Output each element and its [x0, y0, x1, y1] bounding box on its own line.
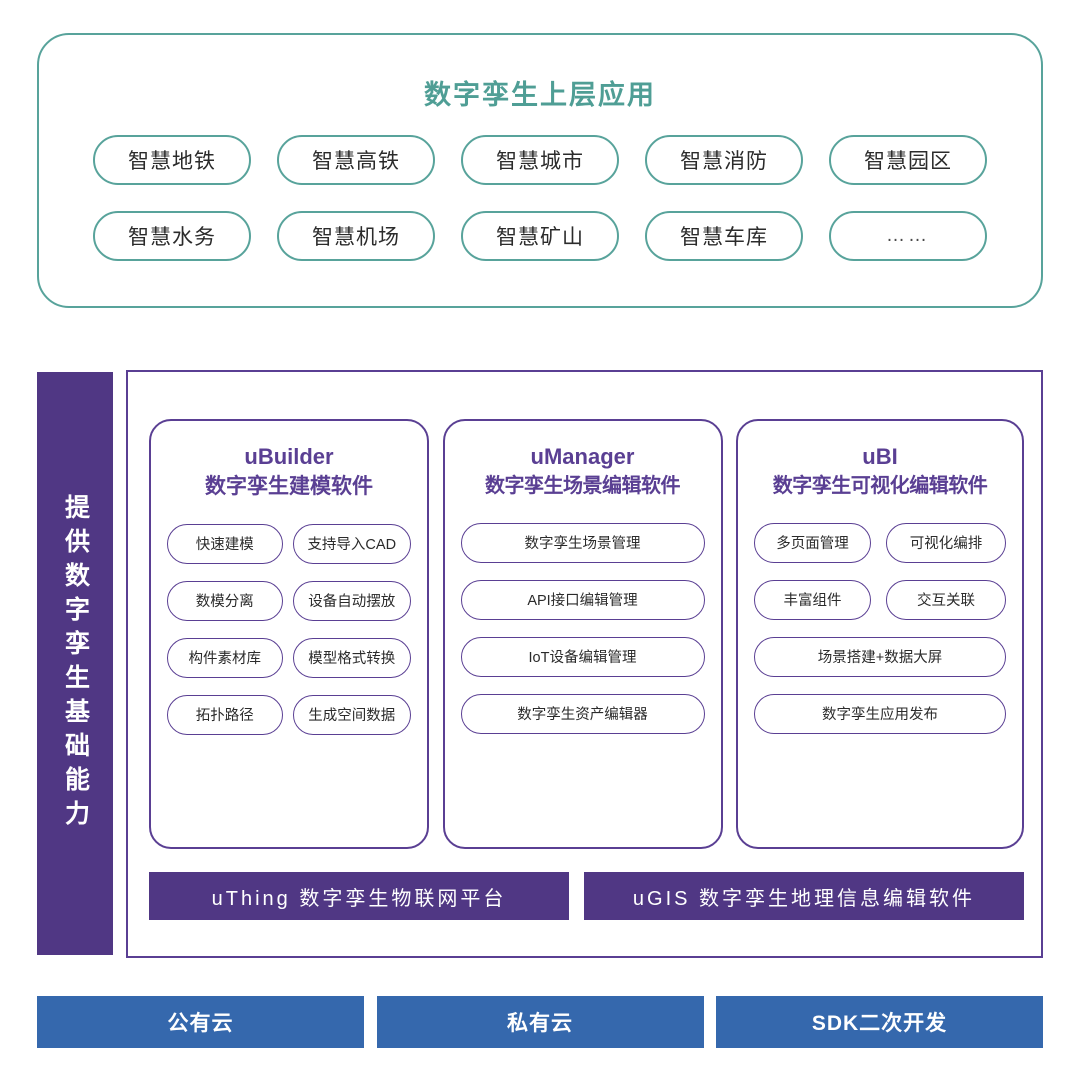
feature-pill-component-library[interactable]: 构件素材库: [167, 637, 283, 678]
feature-pill-scene-dashboard[interactable]: 场景搭建+数据大屏: [754, 636, 1006, 677]
product-cards-row: uBuilder 数字孪生建模软件 快速建模 支持导入CAD 数模分离 设备自动…: [149, 419, 1024, 849]
applications-title: 数字孪生上层应用: [424, 80, 656, 110]
feature-row: 快速建模 支持导入CAD: [167, 523, 411, 564]
feature-list-umanager: 数字孪生场景管理 API接口编辑管理 IoT设备编辑管理 数字孪生资产编辑器: [460, 522, 705, 734]
product-name-ubuilder: uBuilder: [244, 444, 334, 469]
feature-list-ubi: 多页面管理 可视化编排 丰富组件 交互关联 场景搭建+数据大屏 数字孪生应用发布: [754, 522, 1006, 734]
feature-list-ubuilder: 快速建模 支持导入CAD 数模分离 设备自动摆放 构件素材库 模型格式转换 拓扑…: [167, 523, 411, 735]
app-pill-water[interactable]: 智慧水务: [93, 211, 251, 261]
capability-sidebar: 提供数字孪生基础能力: [37, 372, 113, 955]
product-subtitle-ubuilder: 数字孪生建模软件: [205, 474, 373, 498]
feature-pill-format-conversion[interactable]: 模型格式转换: [292, 637, 411, 678]
deployment-bar-private-cloud[interactable]: 私有云: [376, 996, 704, 1048]
applications-row-1: 智慧地铁 智慧高铁 智慧城市 智慧消防 智慧园区: [93, 135, 987, 185]
product-card-ubi[interactable]: uBI 数字孪生可视化编辑软件 多页面管理 可视化编排 丰富组件 交互关联 场景…: [736, 419, 1024, 849]
product-card-ubuilder[interactable]: uBuilder 数字孪生建模软件 快速建模 支持导入CAD 数模分离 设备自动…: [149, 419, 429, 849]
product-subtitle-ubi: 数字孪生可视化编辑软件: [772, 474, 988, 497]
app-pill-city[interactable]: 智慧城市: [461, 135, 619, 185]
platform-bars-row: uThing 数字孪生物联网平台 uGIS 数字孪生地理信息编辑软件: [149, 872, 1024, 920]
feature-pill-iot-management[interactable]: IoT设备编辑管理: [460, 636, 705, 677]
feature-row: API接口编辑管理: [460, 579, 705, 620]
feature-pill-multipage-management[interactable]: 多页面管理: [754, 522, 871, 563]
deployment-bar-sdk[interactable]: SDK二次开发: [716, 996, 1043, 1048]
applications-row-2: 智慧水务 智慧机场 智慧矿山 智慧车库 ……: [93, 211, 987, 261]
feature-row: 场景搭建+数据大屏: [754, 636, 1006, 677]
feature-pill-app-publish[interactable]: 数字孪生应用发布: [754, 693, 1006, 734]
feature-pill-cad-import[interactable]: 支持导入CAD: [292, 523, 411, 564]
feature-row: 丰富组件 交互关联: [754, 579, 1006, 620]
feature-row: 数字孪生场景管理: [460, 522, 705, 563]
feature-row: 数模分离 设备自动摆放: [167, 580, 411, 621]
feature-pill-fast-modeling[interactable]: 快速建模: [167, 523, 283, 564]
feature-row: IoT设备编辑管理: [460, 636, 705, 677]
app-pill-airport[interactable]: 智慧机场: [277, 211, 435, 261]
deployment-bar-public-cloud[interactable]: 公有云: [37, 996, 364, 1048]
capability-sidebar-label: 提供数字孪生基础能力: [61, 493, 90, 834]
feature-pill-model-separation[interactable]: 数模分离: [167, 580, 283, 621]
app-pill-metro[interactable]: 智慧地铁: [93, 135, 251, 185]
feature-pill-visual-arrangement[interactable]: 可视化编排: [886, 522, 1006, 563]
feature-pill-auto-placement[interactable]: 设备自动摆放: [292, 580, 411, 621]
feature-row: 构件素材库 模型格式转换: [167, 637, 411, 678]
product-name-umanager: uManager: [530, 444, 635, 469]
app-pill-mine[interactable]: 智慧矿山: [461, 211, 619, 261]
feature-pill-interaction-link[interactable]: 交互关联: [886, 579, 1006, 620]
app-pill-park[interactable]: 智慧园区: [829, 135, 987, 185]
platform-bar-uthing[interactable]: uThing 数字孪生物联网平台: [149, 872, 569, 920]
app-pill-fire[interactable]: 智慧消防: [645, 135, 803, 185]
feature-row: 多页面管理 可视化编排: [754, 522, 1006, 563]
product-card-umanager[interactable]: uManager 数字孪生场景编辑软件 数字孪生场景管理 API接口编辑管理 I…: [442, 419, 723, 849]
app-pill-garage[interactable]: 智慧车库: [645, 211, 803, 261]
feature-pill-rich-components[interactable]: 丰富组件: [754, 579, 871, 620]
platform-bar-ugis[interactable]: uGIS 数字孪生地理信息编辑软件: [584, 872, 1024, 920]
feature-row: 数字孪生应用发布: [754, 693, 1006, 734]
product-name-ubi: uBI: [862, 444, 898, 469]
app-pill-more[interactable]: ……: [829, 211, 987, 261]
product-subtitle-umanager: 数字孪生场景编辑软件: [485, 474, 681, 497]
feature-pill-topology-path[interactable]: 拓扑路径: [167, 694, 283, 735]
app-pill-rail[interactable]: 智慧高铁: [277, 135, 435, 185]
deployment-row: 公有云 私有云 SDK二次开发: [37, 996, 1043, 1048]
applications-pill-grid: 智慧地铁 智慧高铁 智慧城市 智慧消防 智慧园区 智慧水务 智慧机场 智慧矿山 …: [93, 135, 987, 287]
feature-row: 数字孪生资产编辑器: [460, 693, 705, 734]
capability-container: uBuilder 数字孪生建模软件 快速建模 支持导入CAD 数模分离 设备自动…: [126, 370, 1043, 958]
applications-card: 数字孪生上层应用 智慧地铁 智慧高铁 智慧城市 智慧消防 智慧园区 智慧水务 智…: [37, 33, 1043, 308]
feature-pill-api-management[interactable]: API接口编辑管理: [460, 579, 705, 620]
feature-row: 拓扑路径 生成空间数据: [167, 694, 411, 735]
feature-pill-asset-editor[interactable]: 数字孪生资产编辑器: [460, 693, 705, 734]
feature-pill-scene-management[interactable]: 数字孪生场景管理: [460, 522, 705, 563]
feature-pill-spatial-data[interactable]: 生成空间数据: [292, 694, 411, 735]
